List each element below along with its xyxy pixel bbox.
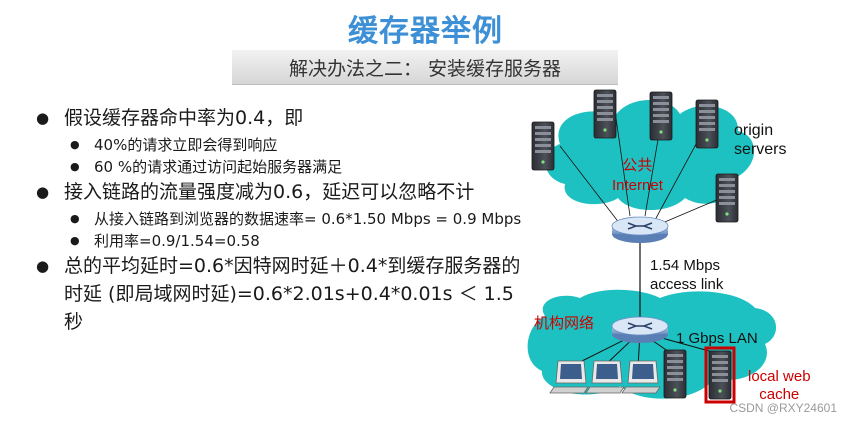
institution-network-label: 机构网络: [534, 315, 595, 332]
subtitle-bar: [232, 50, 618, 85]
origin-servers-label: origin servers: [734, 122, 787, 158]
local-web-cache-label: local web cache: [748, 368, 811, 403]
internet-label: 公共 Internet: [612, 157, 663, 194]
institution-server-icon: [663, 349, 687, 399]
network-diagram: origin servers 公共 Internet 1.54 Mbps acc…: [520, 86, 851, 423]
network-diagram-svg: [527, 89, 777, 404]
page-title: 缓存器举例: [348, 14, 503, 49]
origin-server-icon: [593, 89, 617, 139]
internet-link-1: [559, 145, 621, 225]
local-cache-server-icon: [708, 350, 732, 400]
sub-bullet-immediate: 40%的请求立即会得到响应: [34, 134, 534, 156]
watermark: CSDN @RXY24601: [729, 401, 837, 415]
origin-server-icon: [531, 121, 555, 171]
bullet-total-delay: 总的平均延时=0.6*因特网时延＋0.4*到缓存服务器的时延 (即局域网时延)=…: [34, 252, 534, 336]
internet-link-2: [615, 117, 631, 217]
origin-server-icon: [695, 99, 719, 149]
subtitle: 解决办法之二： 安装缓存服务器: [288, 58, 562, 80]
sub-bullet-origin: 60 %的请求通过访问起始服务器满足: [34, 156, 534, 178]
sub-bullet-data-rate: 从接入链路到浏览器的数据速率= 0.6*1.50 Mbps = 0.9 Mbps: [34, 208, 534, 230]
bullet-list: 假设缓存器命中率为0.4，即 40%的请求立即会得到响应 60 %的请求通过访问…: [34, 104, 534, 338]
bullet-hit-rate: 假设缓存器命中率为0.4，即: [34, 104, 534, 132]
institution-router-icon: [611, 316, 669, 344]
cache-highlight-frame: [704, 346, 736, 404]
bullet-traffic-intensity: 接入链路的流量强度减为0.6，延迟可以忽略不计: [34, 178, 534, 206]
origin-server-icon: [649, 91, 673, 141]
internet-router-icon: [611, 216, 669, 244]
origin-server-icon: [715, 173, 739, 223]
sub-bullet-utilization: 利用率=0.9/1.54=0.58: [34, 230, 534, 252]
internet-link-5: [659, 195, 727, 225]
access-link-label: 1.54 Mbps access link: [650, 257, 724, 293]
lan-label: 1 Gbps LAN: [676, 330, 758, 347]
